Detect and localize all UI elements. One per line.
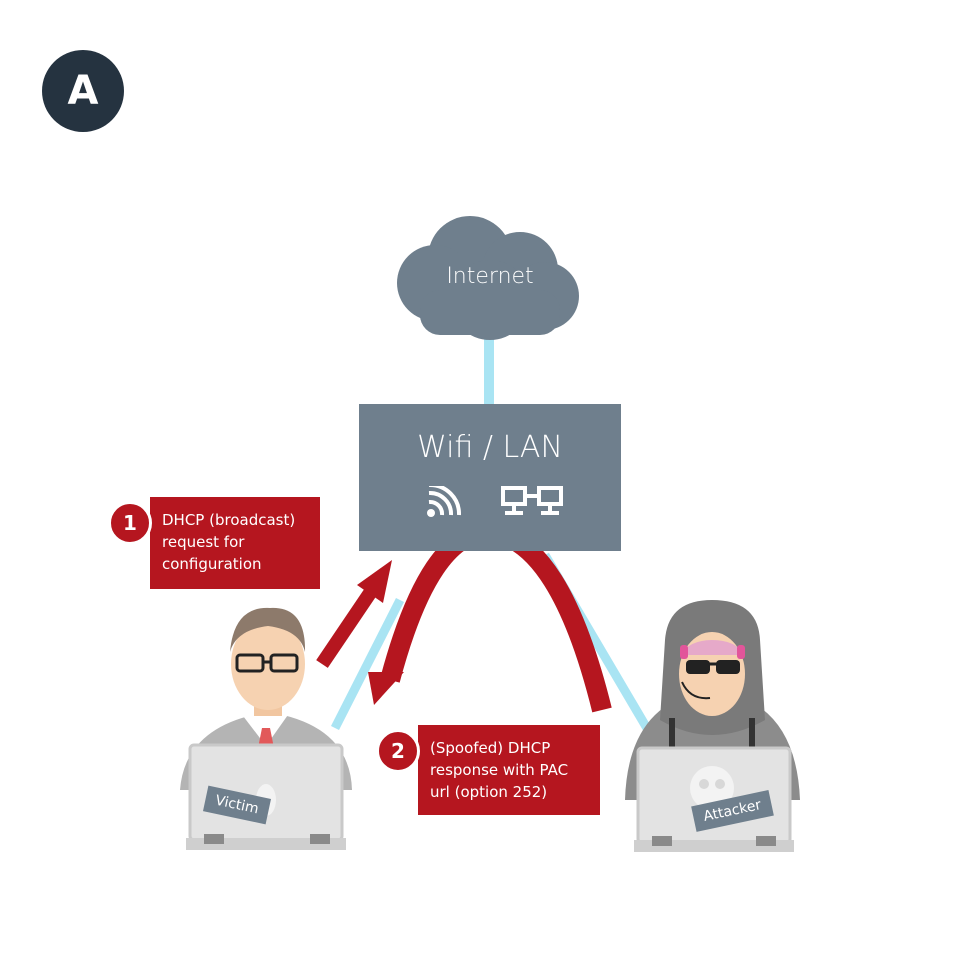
victim-link [330,597,405,731]
step2-box: (Spoofed) DHCP response with PAC url (op… [418,725,600,815]
internet-label: Internet [446,264,534,289]
network-title: Wifi / LAN [417,430,563,465]
wifi-icon [427,486,461,517]
panel-badge: A [42,50,124,132]
internet-link [484,330,494,406]
internet-cloud [397,216,579,340]
network-box: Wifi / LAN [359,404,621,551]
headset-mic-icon [681,681,711,700]
lan-icon [501,486,563,515]
step1-number: 1 [108,501,152,545]
response-arrow [368,522,612,713]
step2-number: 2 [376,729,420,773]
request-arrow [316,560,392,668]
step1-box: DHCP (broadcast) request for configurati… [150,497,320,589]
